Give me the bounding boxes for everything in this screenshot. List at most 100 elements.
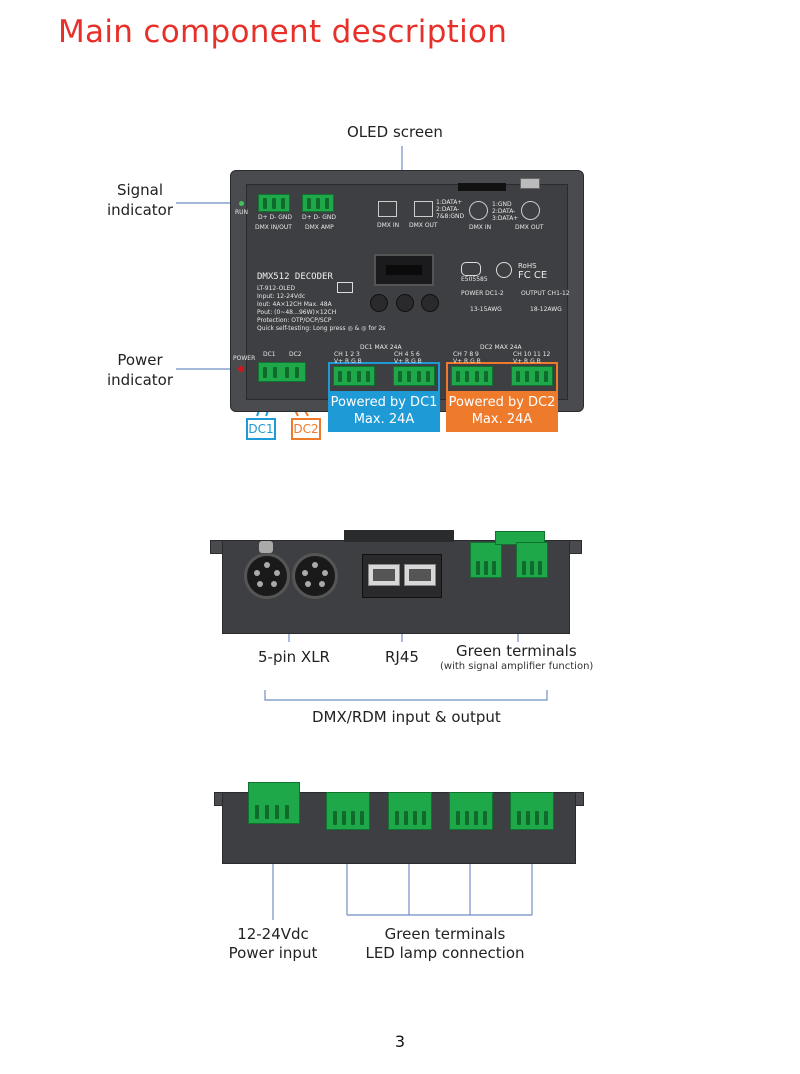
rj45-out-silk: DMX OUT (409, 222, 438, 229)
page-title: Main component description (58, 14, 508, 50)
power-led (238, 366, 244, 372)
output-terminal-ch1-3 (333, 366, 375, 386)
power-input-label-line2: Power input (228, 944, 318, 962)
iout-silk: Iout: 4A×12CH Max. 48A (257, 301, 332, 308)
e-number-silk: E505585 (461, 276, 488, 283)
output-awg-silk: 18-12AWG (530, 306, 562, 313)
power-awg-silk: 13-15AWG (470, 306, 502, 313)
vrgb-silk-b: V+ R G B (394, 358, 422, 365)
powered-by-dc1-line1: Powered by DC1 (330, 395, 438, 410)
menu-button-2[interactable] (396, 294, 414, 312)
output-spec-silk: OUTPUT CH1-12 (521, 290, 570, 297)
middle-device-figure: 5-pin XLR RJ45 Green terminals (with sig… (0, 520, 800, 730)
power-input-label-line1: 12-24Vdc (237, 925, 309, 943)
dmx-in-out-pins: D+ D- GND (258, 214, 293, 221)
vrgb-silk-a: V+ R G B (334, 358, 362, 365)
oled-screen-label: OLED screen (347, 123, 443, 141)
power-indicator-label-line2: indicator (106, 371, 174, 389)
vrgb-silk-c: V+ R G B (453, 358, 481, 365)
dc2-silk: DC2 (289, 351, 302, 358)
xlr-male-connector (292, 553, 338, 599)
xlr-latch (259, 541, 273, 553)
bottom-device-figure: 12-24Vdc Power input Green terminals LED… (0, 780, 800, 980)
protection-silk: Protection: OTP/OCP/SCP (257, 317, 332, 324)
dc1-silk: DC1 (263, 351, 276, 358)
tuv-mark-icon (496, 262, 512, 278)
power-spec-silk: POWER DC1-2 (461, 290, 504, 297)
xlr-in-icon (469, 201, 488, 220)
dc-power-terminal (258, 362, 306, 382)
powered-by-dc2-line2: Max. 24A (471, 412, 533, 427)
signal-indicator-label-line2: indicator (106, 201, 174, 219)
led-output-terminal-2 (388, 792, 432, 830)
arrow-logo-icon (337, 282, 353, 293)
led-terminals-label-line1: Green terminals (384, 925, 506, 943)
middle-top-rail (344, 530, 454, 542)
green-terminals-label: Green terminals (456, 642, 577, 660)
xlr-out-silk: DMX OUT (515, 224, 544, 231)
signal-terminal-2 (516, 542, 548, 578)
ch-group-d-silk: CH 10 11 12 (513, 351, 551, 358)
pout-silk: Pout: (0~48…96W)×12CH (257, 309, 337, 316)
output-terminal-ch10-12 (511, 366, 553, 386)
model-title-silk: DMX512 DECODER (257, 272, 333, 282)
led-output-terminal-1 (326, 792, 370, 830)
output-terminal-ch4-6 (393, 366, 435, 386)
run-silk: RUN (235, 209, 249, 216)
menu-button-1[interactable] (370, 294, 388, 312)
dmx-amp-pins: D+ D- GND (302, 214, 337, 221)
signal-indicator-label-line1: Signal (116, 181, 164, 199)
dmx-amp-silk: DMX AMP (305, 224, 334, 231)
power-input-terminal (248, 782, 300, 824)
menu-button-3[interactable] (421, 294, 439, 312)
fc-ce-silk: FC CE (518, 270, 548, 281)
led-output-terminal-4 (510, 792, 554, 830)
dmx-amp-terminal (302, 194, 334, 212)
dc2-badge: DC2 (291, 418, 321, 440)
rj45-out-icon (414, 201, 433, 217)
xlr-pins-silk: 1:GND 2:DATA- 3:DATA+ (492, 201, 519, 222)
rj45-in-silk: DMX IN (377, 222, 400, 229)
input-silk: Input: 12-24Vdc (257, 293, 306, 300)
xlr-female-connector (244, 553, 290, 599)
top-clip (520, 178, 540, 189)
xlr-label: 5-pin XLR (258, 648, 330, 666)
output-terminal-ch7-9 (451, 366, 493, 386)
led-output-terminal-3 (449, 792, 493, 830)
dmx-in-out-silk: DMX IN/OUT (255, 224, 292, 231)
dc1-badge: DC1 (246, 418, 276, 440)
xlr-out-icon (521, 201, 540, 220)
rj45-port-2[interactable] (404, 564, 436, 586)
dc1-max-silk: DC1 MAX 24A (360, 344, 402, 351)
rj45-port-1[interactable] (368, 564, 400, 586)
dmx-in-out-terminal (258, 194, 290, 212)
led-terminals-label-line2: LED lamp connection (365, 944, 525, 962)
signal-led (239, 201, 244, 206)
powered-by-dc2-line1: Powered by DC2 (448, 395, 556, 410)
vrgb-silk-d: V+ R G B (513, 358, 541, 365)
rohs-silk: RoHS (518, 262, 537, 270)
ch-group-c-silk: CH 7 8 9 (453, 351, 479, 358)
rj45-in-icon (378, 201, 397, 217)
powered-by-dc1-line2: Max. 24A (353, 412, 415, 427)
xlr-in-silk: DMX IN (469, 224, 492, 231)
signal-terminal-1 (470, 542, 502, 578)
oled-screen (374, 254, 434, 286)
power-silk: POWER (233, 355, 256, 362)
power-indicator-label-line1: Power (117, 351, 163, 369)
ch-group-b-silk: CH 4 5 6 (394, 351, 420, 358)
model-silk: LT-912-OLED (257, 285, 296, 292)
quick-test-silk: Quick self-testing: Long press ◎ & ◎ for… (257, 325, 386, 332)
rj45-pins-silk: 1:DATA+ 2:DATA- 7&8:GND (436, 199, 465, 220)
top-device-figure: OLED screen Signal indicator Power indic… (0, 0, 800, 460)
rj45-label: RJ45 (385, 648, 419, 666)
page-number: 3 (394, 1032, 406, 1051)
top-rail (458, 183, 506, 191)
ul-mark-icon (461, 262, 481, 276)
powered-by-dc2-badge: Powered by DC2 Max. 24A (446, 391, 558, 432)
ch-group-a-silk: CH 1 2 3 (334, 351, 360, 358)
green-terminals-note: (with signal amplifier function) (440, 661, 594, 672)
powered-by-dc1-badge: Powered by DC1 Max. 24A (328, 391, 440, 432)
dc2-max-silk: DC2 MAX 24A (480, 344, 522, 351)
dmx-rdm-group-label: DMX/RDM input & output (312, 708, 501, 726)
